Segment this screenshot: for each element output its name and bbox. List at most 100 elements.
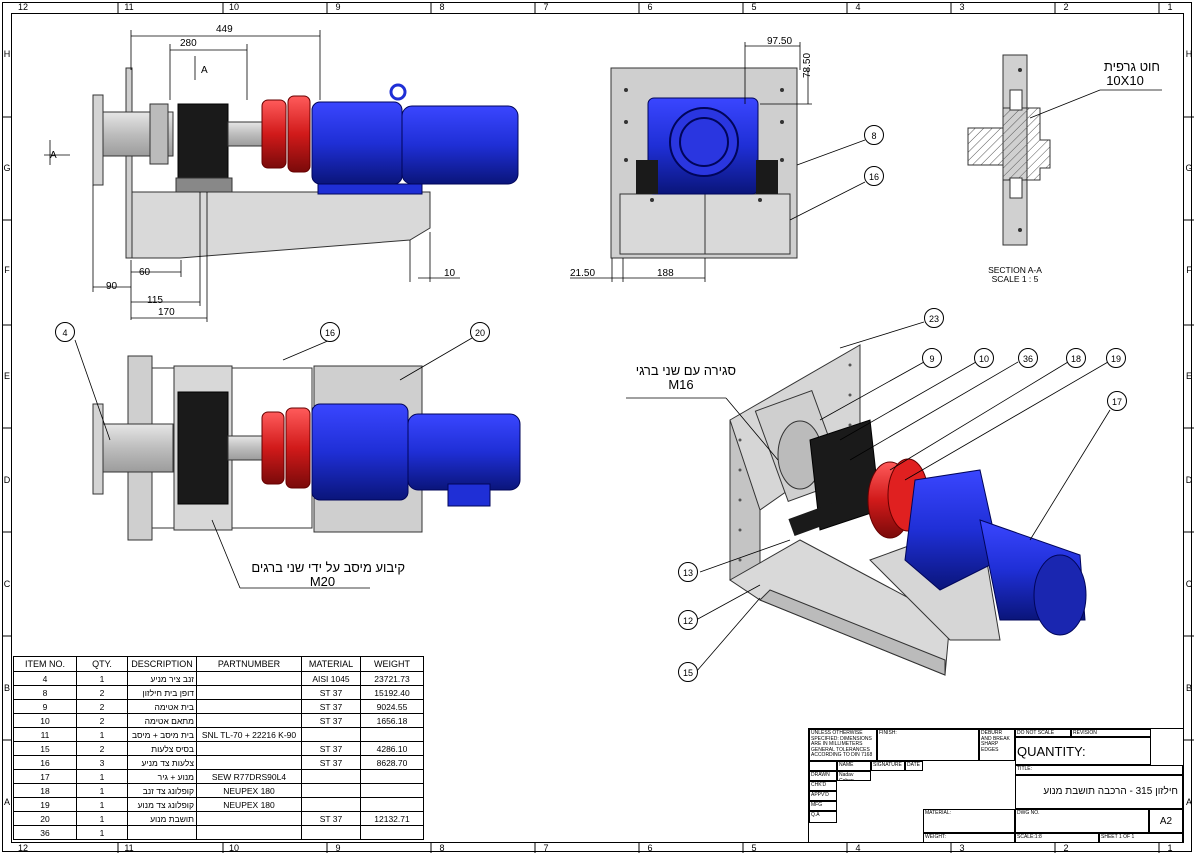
cell-material: ST 37 [301, 741, 361, 756]
cell-material: ST 37 [301, 811, 361, 826]
zone-col-8: 8 [439, 2, 445, 12]
balloon-18: 18 [1066, 348, 1086, 368]
note-weld-value: 10X10 [1106, 73, 1144, 88]
section-label-line1: SECTION A-A [988, 265, 1042, 275]
balloon-20: 20 [470, 322, 490, 342]
bom-col-item: ITEM NO. [13, 656, 77, 672]
cell-description: זנב ציר מניע [127, 671, 197, 686]
cell-item: 16 [13, 755, 77, 770]
top-view [74, 337, 521, 589]
cell-partnumber: NEUPEX 180 [196, 797, 302, 812]
tb-do-not-scale: DO NOT SCALE DRAWING [1015, 729, 1071, 737]
note-fix-bearing: קיבוע מיסב על ידי שני ברגים M20 [240, 561, 405, 589]
tb-scale: SCALE:1:8 [1015, 833, 1099, 843]
balloon-17: 17 [1107, 391, 1127, 411]
bom-header-row: ITEM NO. QTY. DESCRIPTION PARTNUMBER MAT… [13, 656, 424, 672]
bom-col-qty: QTY. [76, 656, 128, 672]
cell-partnumber: SEW R77DRS90L4 [196, 769, 302, 784]
cell-qty: 1 [76, 811, 128, 826]
tb-chkd: CHK'D [809, 781, 837, 791]
balloon-13: 13 [678, 562, 698, 582]
zone-col-1-bottom: 1 [1167, 843, 1173, 853]
balloon-15: 15 [678, 662, 698, 682]
note-close-bolts: סגירה עם שני ברגי M16 [626, 364, 736, 392]
cell-qty: 1 [76, 727, 128, 742]
cell-item: 8 [13, 685, 77, 700]
section-marker-left: A [50, 150, 57, 161]
cell-weight: 9024.55 [360, 699, 424, 714]
cell-partnumber: SNL TL-70 + 22216 K-90 [196, 727, 302, 742]
cell-description: דופן בית חילזון [127, 685, 197, 700]
cell-item: 11 [13, 727, 77, 742]
sheet-border-inner [11, 13, 1184, 843]
zone-row-G: G [3, 163, 11, 173]
zone-col-10-bottom: 10 [228, 843, 239, 853]
cell-partnumber [196, 741, 302, 756]
cell-qty: 1 [76, 797, 128, 812]
zone-col-9: 9 [335, 2, 341, 12]
zone-row-B: B [3, 683, 10, 693]
zone-col-3: 3 [959, 2, 965, 12]
tb-sheet: SHEET 1 OF 1 [1099, 833, 1183, 843]
zone-row-C-right: C [1185, 579, 1193, 589]
cell-item: 19 [13, 797, 77, 812]
zone-col-6-bottom: 6 [647, 843, 653, 853]
tb-sig-hdr: SIGNATURE [871, 761, 905, 771]
cell-material [301, 797, 361, 812]
zone-row-B-right: B [1185, 683, 1192, 693]
tb-drawn-name: Nadav Cohen [837, 771, 871, 781]
balloon-9: 9 [922, 348, 942, 368]
balloon-4: 4 [55, 322, 75, 342]
tb-revision: REVISION [1071, 729, 1151, 737]
zone-row-H-right: H [1185, 49, 1193, 59]
dim-449: 449 [216, 24, 233, 35]
zone-col-3-bottom: 3 [959, 843, 965, 853]
zone-row-D-right: D [1185, 475, 1193, 485]
tb-qa: Q.A [809, 811, 837, 823]
tb-blank [809, 761, 837, 771]
dim-188: 188 [657, 268, 674, 279]
cell-item: 17 [13, 769, 77, 784]
zone-col-11: 11 [124, 2, 134, 12]
tb-title: חילזון 315 - הרכבה תושבת מנוע [1015, 775, 1183, 809]
side-view [44, 30, 519, 322]
balloon-8: 8 [864, 125, 884, 145]
zone-row-E-right: E [1185, 371, 1192, 381]
balloon-16-top: 16 [320, 322, 340, 342]
dim-115: 115 [147, 295, 163, 306]
cell-material: ST 37 [301, 699, 361, 714]
cell-partnumber [196, 671, 302, 686]
cell-description: תושבת מנוע [127, 811, 197, 826]
cell-material [301, 783, 361, 798]
balloon-12: 12 [678, 610, 698, 630]
section-label-line2: SCALE 1 : 5 [991, 274, 1039, 284]
cell-weight: 23721.73 [360, 671, 424, 686]
tb-weight: WEIGHT: [923, 833, 1015, 843]
cell-description: בית מיסב + מיסב [127, 727, 197, 742]
dim-78-50: 78.50 [802, 52, 813, 78]
balloon-19: 19 [1106, 348, 1126, 368]
dim-90: 90 [106, 281, 118, 292]
zone-row-A: A [3, 797, 10, 807]
cell-description: קופלונג צד זנב [127, 783, 197, 798]
zone-row-G-right: G [1185, 163, 1193, 173]
zone-col-6: 6 [647, 2, 653, 12]
cell-weight [360, 769, 424, 784]
tb-deburr: DEBURR AND BREAK SHARP EDGES [979, 729, 1015, 761]
cell-qty: 3 [76, 755, 128, 770]
note-weld: חוט גרפית 10X10 [1090, 60, 1160, 88]
bom-col-description: DESCRIPTION [127, 656, 197, 672]
zone-col-8-bottom: 8 [439, 843, 445, 853]
cell-material [301, 727, 361, 742]
cell-partnumber [196, 699, 302, 714]
cell-qty: 1 [76, 825, 128, 840]
section-view [967, 54, 1162, 246]
balloon-23: 23 [924, 308, 944, 328]
